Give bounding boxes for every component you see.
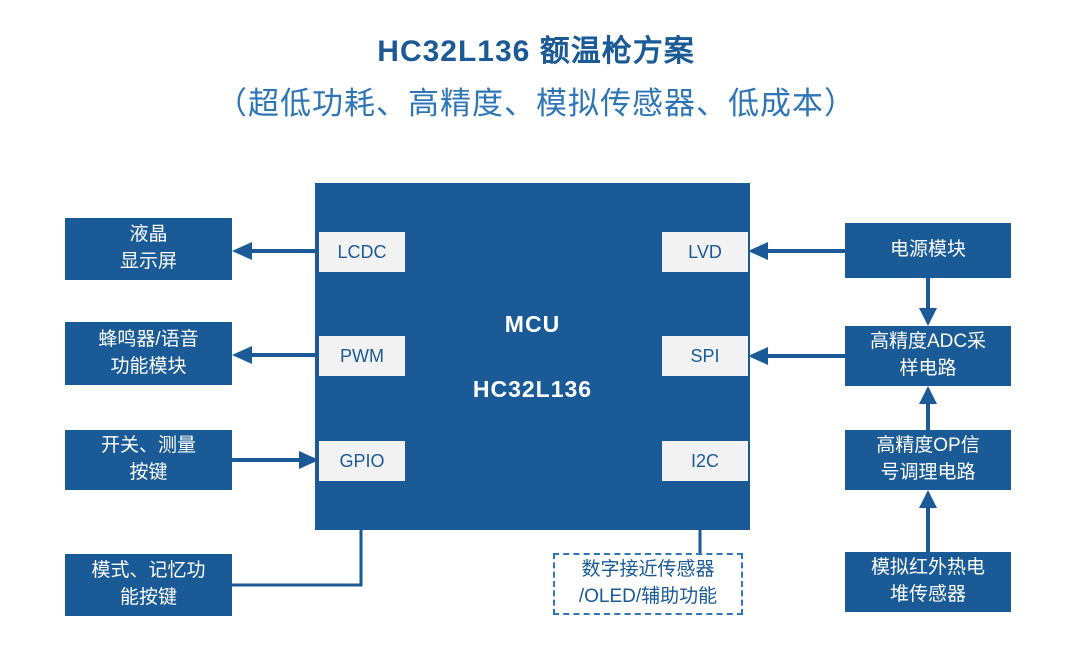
mcu-part-number: HC32L136 <box>472 375 593 402</box>
mcu-label: MCU <box>504 310 561 337</box>
block-label-line: 数字接近传感器 <box>581 559 715 581</box>
arrow-op-to-adc <box>919 386 937 430</box>
block-label-line: 样电路 <box>899 358 957 379</box>
arrow-power-to-adc <box>919 278 937 326</box>
block-digital-proximity-oled: 数字接近传感器 /OLED/辅助功能 <box>553 553 743 615</box>
block-label-line: 模式、记忆功 <box>91 560 206 582</box>
block-label-line: 高精度ADC采 <box>869 331 987 353</box>
block-buzzer-voice-module: 蜂鸣器/语音 功能模块 <box>65 322 232 385</box>
block-label-line: 堆传感器 <box>889 584 966 605</box>
block-label-line: 高精度OP信 <box>876 435 980 457</box>
block-power-module: 电源模块 <box>845 223 1011 278</box>
block-label-line: 能按键 <box>119 587 177 608</box>
block-label-line: 蜂鸣器/语音 <box>98 328 199 350</box>
port-gpio: GPIO <box>319 441 405 481</box>
block-label-line: /OLED/辅助功能 <box>578 586 718 607</box>
arrow-lcdc-to-lcd <box>232 242 319 260</box>
arrow-pwm-to-buzzer <box>232 346 319 364</box>
diagram-header: HC32L136 额温枪方案 （超低功耗、高精度、模拟传感器、低成本） <box>0 26 1072 123</box>
block-label-line: 模拟红外热电 <box>870 557 985 579</box>
page-subtitle: （超低功耗、高精度、模拟传感器、低成本） <box>216 86 856 121</box>
block-switch-measure-keys: 开关、测量 按键 <box>65 430 232 490</box>
connector-mode-keys-to-mcu <box>232 530 363 587</box>
block-mode-memory-keys: 模式、记忆功 能按键 <box>65 554 232 616</box>
port-lcdc: LCDC <box>319 232 405 272</box>
port-lvd: LVD <box>662 232 748 272</box>
arrow-thermopile-to-op <box>919 490 937 552</box>
block-label-line: 按键 <box>129 462 168 483</box>
block-adc-sampling-circuit: 高精度ADC采 样电路 <box>845 326 1011 386</box>
block-op-signal-conditioning: 高精度OP信 号调理电路 <box>845 430 1011 490</box>
block-label-line: 号调理电路 <box>880 462 976 483</box>
page-title: HC32L136 额温枪方案 <box>377 35 695 68</box>
arrow-power-to-lvd <box>748 242 845 260</box>
port-i2c: I2C <box>662 441 748 481</box>
block-label-line: 开关、测量 <box>100 435 196 457</box>
block-lcd-display: 液晶 显示屏 <box>65 218 232 280</box>
block-label-line: 显示屏 <box>119 251 177 272</box>
port-pwm: PWM <box>319 336 405 376</box>
block-label-line: 液晶 <box>129 224 168 246</box>
block-label-line: 功能模块 <box>110 355 187 377</box>
block-thermopile-sensor: 模拟红外热电 堆传感器 <box>845 552 1011 612</box>
block-label-line: 电源模块 <box>889 239 966 261</box>
arrow-keys-to-gpio <box>232 451 319 469</box>
arrow-adc-to-spi <box>748 347 845 365</box>
port-spi: SPI <box>662 336 748 376</box>
